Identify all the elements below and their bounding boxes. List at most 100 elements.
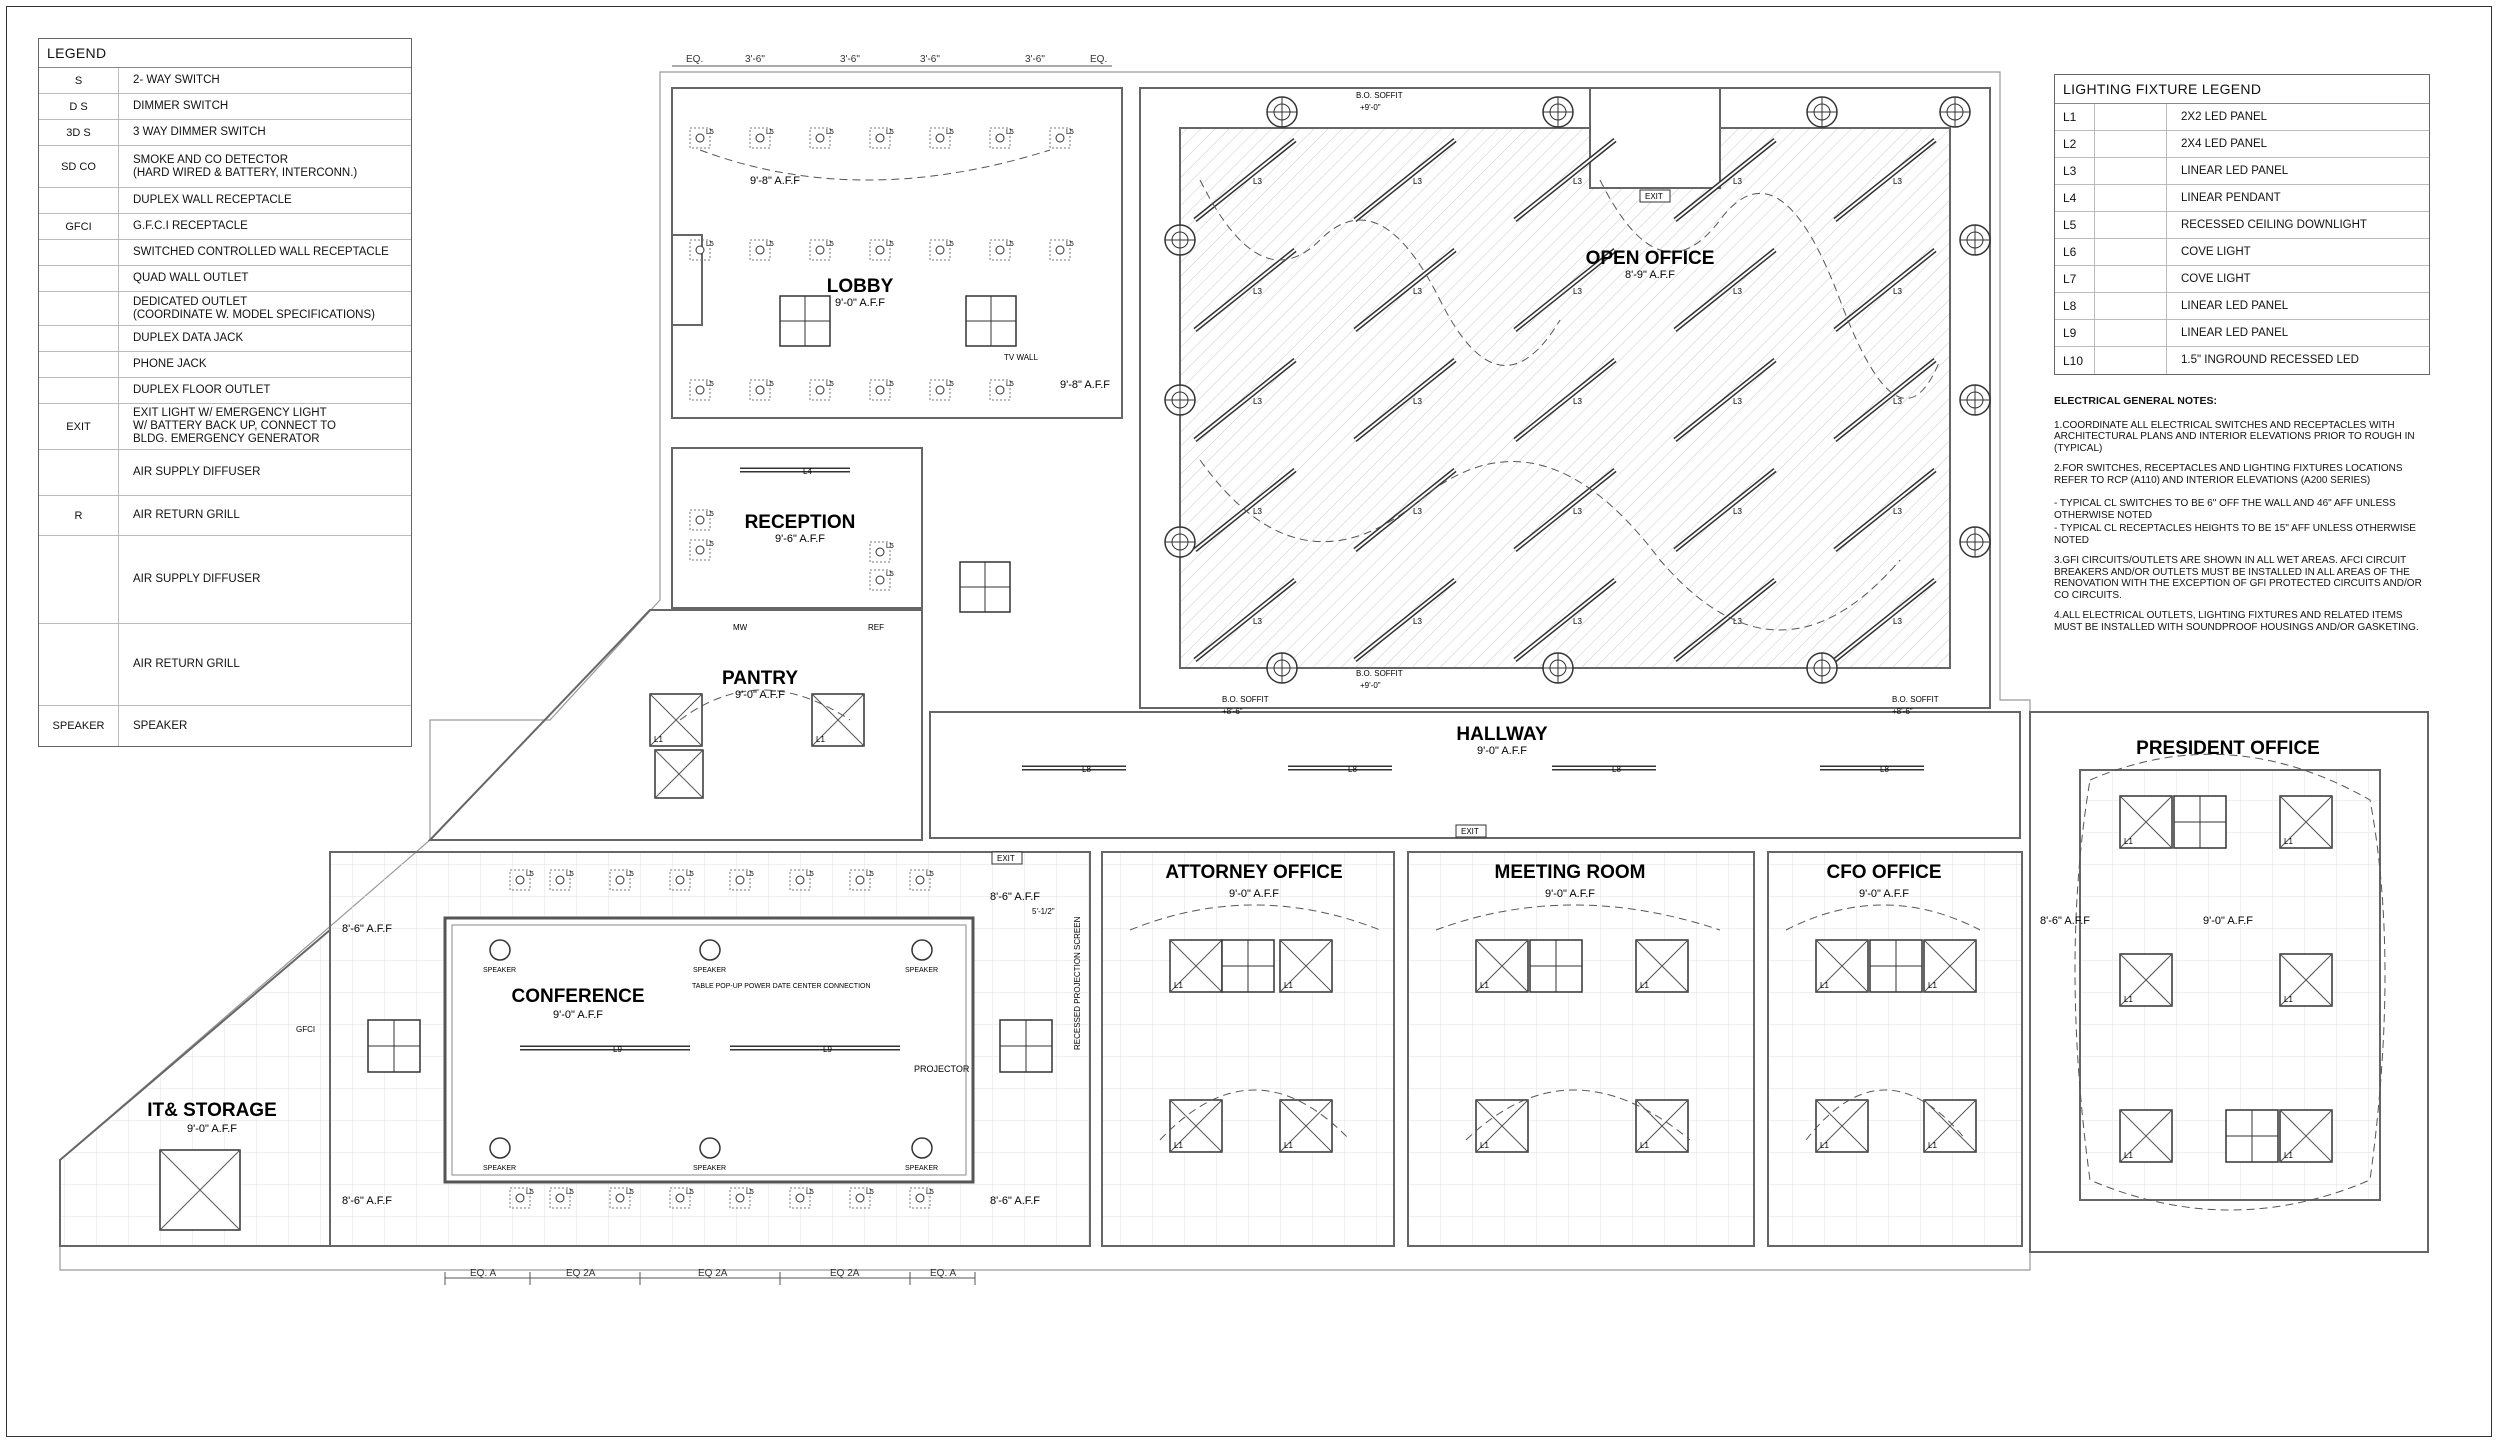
svg-text:SPEAKER: SPEAKER [483,1165,516,1172]
linear-led-panel: L3 [1833,468,1937,552]
fixture-code: L6 [2055,239,2095,265]
svg-text:L5: L5 [566,1189,574,1196]
downlight: L5 [689,239,714,261]
svg-text:L1: L1 [1820,981,1829,990]
svg-text:L5: L5 [766,129,774,136]
linear-led-panel: L8 [1022,765,1126,774]
legend-symbol: SPEAKER [39,706,119,746]
air-supply-diffuser [779,295,831,347]
fixture-code: L10 [2055,347,2095,374]
legend-label: SWITCHED CONTROLLED WALL RECEPTACLE [133,246,389,258]
svg-text:L1: L1 [1284,981,1293,990]
led-panel-2x2: L1 [1475,939,1529,993]
soffit-label-2: B.O. SOFFIT [1356,669,1403,678]
svg-text:EXIT: EXIT [997,854,1015,863]
svg-text:SPEAKER: SPEAKER [905,1165,938,1172]
switch-wiring [679,149,2386,1211]
legend-label: DEDICATED OUTLET (COORDINATE W. MODEL SP… [133,295,375,321]
legend-symbol [39,188,119,213]
svg-text:L5: L5 [1006,241,1014,248]
svg-text:L5: L5 [866,871,874,878]
legend-label: AIR SUPPLY DIFFUSER [133,466,261,478]
circuit-wire [679,689,851,721]
linear-led-panel: L3 [1833,578,1937,662]
linear-led-panel: L3 [1673,248,1777,332]
svg-text:L4: L4 [803,467,812,476]
linear-led-panel: L3 [1673,138,1777,222]
legend-row: QUAD WALL OUTLET [39,266,411,292]
linear-led-panel: L8 [1288,765,1392,774]
circuit-wire [2074,753,2386,1211]
led-panel-2x2: L1 [1169,939,1223,993]
legend-label: DUPLEX WALL RECEPTACLE [133,194,292,206]
fixture-code: L1 [2055,104,2095,130]
linear-led-panel: L9 [730,1045,900,1054]
downlight: L5 [809,379,834,401]
fixture-code: L9 [2055,320,2095,346]
circuit-wire [1199,459,1901,631]
circuit-wire [1599,179,1941,399]
legend-symbol: SD CO [39,146,119,187]
legend-row: DUPLEX DATA JACK [39,326,411,352]
led-panel-2x2: L1 [649,693,703,747]
linear-led-panel: L3 [1353,138,1457,222]
speaker-icon: SPEAKER [483,939,516,974]
room-name-hallway: HALLWAY [1456,724,1547,745]
air-supply-diffuser-round [1164,224,1196,256]
note-2a: - TYPICAL CL SWITCHES TO BE 6" OFF THE W… [2054,498,2396,521]
fixture-label: LINEAR PENDANT [2181,191,2281,204]
air-supply-diffuser-round [1959,526,1991,558]
downlight: L5 [609,869,634,891]
fixture-label: LINEAR LED PANEL [2181,326,2289,339]
legend-label: G.F.C.I RECEPTACLE [133,220,248,232]
fixture-legend-row: L9 LINEAR LED PANEL [2055,320,2429,347]
downlight: L5 [689,379,714,401]
led-panel-2x2: L1 [1475,1099,1529,1153]
svg-text:L5: L5 [706,241,714,248]
lobby-side-height: 9'-8" A.F.F [1060,379,1110,391]
dim-5-half: 5'-1/2" [1032,907,1055,916]
legend-label: AIR RETURN GRILL [133,509,240,521]
legend-symbol [39,326,119,351]
svg-text:L9: L9 [613,1045,622,1054]
downlight: L5 [929,239,954,261]
room-name-it-storage: IT& STORAGE [147,1100,277,1121]
soffit-height-2: +9'-0" [1360,681,1381,690]
svg-text:EXIT: EXIT [1645,192,1663,201]
led-panel-2x2: L1 [1923,1099,1977,1153]
led-panel-2x2: L1 [1635,939,1689,993]
dim-36-4: 3'-6" [1025,54,1045,65]
led-panel-2x2: L1 [1279,939,1333,993]
air-supply-diffuser-round [1266,96,1298,128]
legend-row: SWITCHED CONTROLLED WALL RECEPTACLE [39,240,411,266]
room-height-conference: 9'-0" A.F.F [553,1009,603,1021]
speaker-icon: SPEAKER [693,1137,726,1172]
svg-text:L1: L1 [1820,1141,1829,1150]
svg-text:L5: L5 [706,129,714,136]
svg-text:L1: L1 [2284,837,2293,846]
downlight: L5 [549,869,574,891]
air-supply-diffuser [1869,939,1923,993]
room-name-open-office: OPEN OFFICE [1586,248,1715,269]
svg-text:L1: L1 [1640,981,1649,990]
downlight: L5 [789,1187,814,1209]
linear-pendant: L4 [740,467,850,476]
svg-text:L5: L5 [1066,241,1074,248]
svg-text:L5: L5 [886,543,894,550]
legend-row: DUPLEX FLOOR OUTLET [39,378,411,404]
svg-text:L1: L1 [2284,1151,2293,1160]
svg-text:L5: L5 [886,571,894,578]
circuit-wire [1199,179,1561,366]
svg-text:L5: L5 [866,1189,874,1196]
downlight: L5 [729,869,754,891]
room-height-cfo: 9'-0" A.F.F [1859,888,1909,900]
president-side-height: 8'-6" A.F.F [2040,915,2090,927]
fixture-symbol [2095,293,2167,319]
downlight: L5 [609,1187,634,1209]
notes-title: ELECTRICAL GENERAL NOTES: [2054,395,2217,407]
svg-text:L5: L5 [886,241,894,248]
